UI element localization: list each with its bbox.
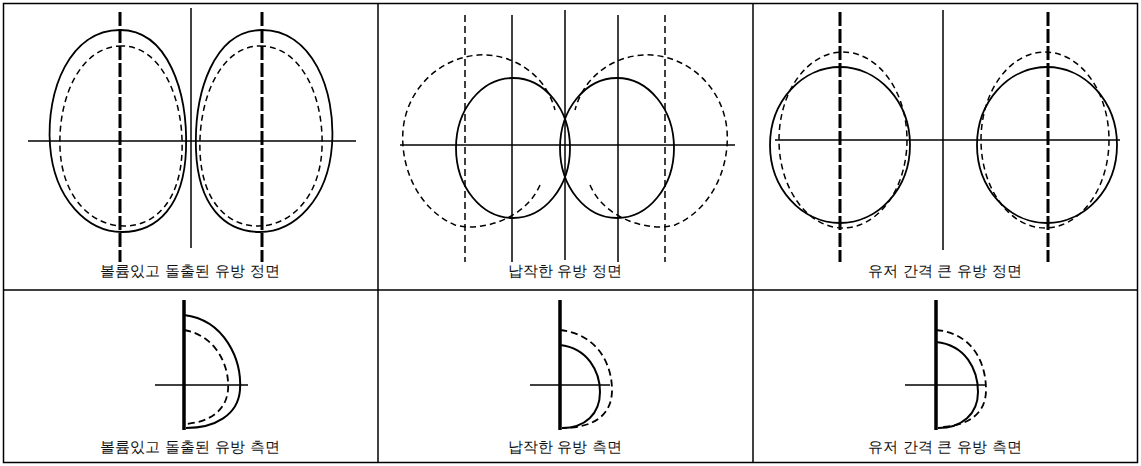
row-divider [3,289,1138,291]
caption: 납작한 유방 측면 [506,438,625,456]
caption: 납작한 유방 정면 [506,262,625,280]
column-divider [377,3,379,463]
wide-gap-side-figure [905,300,986,430]
table-border [4,4,1138,463]
voluminous-side-figure [155,300,248,430]
wide-gap-front-figure [770,10,1120,262]
column-divider [752,3,754,463]
caption: 유저 간격 큰 유방 측면 [866,438,1024,456]
caption: 볼륨있고 돌출된 유방 측면 [98,438,281,456]
caption: 볼륨있고 돌출된 유방 정면 [98,262,281,280]
voluminous-front-figure [28,8,356,262]
caption: 유저 간격 큰 유방 정면 [866,262,1024,280]
flat-front-figure [400,10,735,262]
flat-side-figure [530,300,612,430]
